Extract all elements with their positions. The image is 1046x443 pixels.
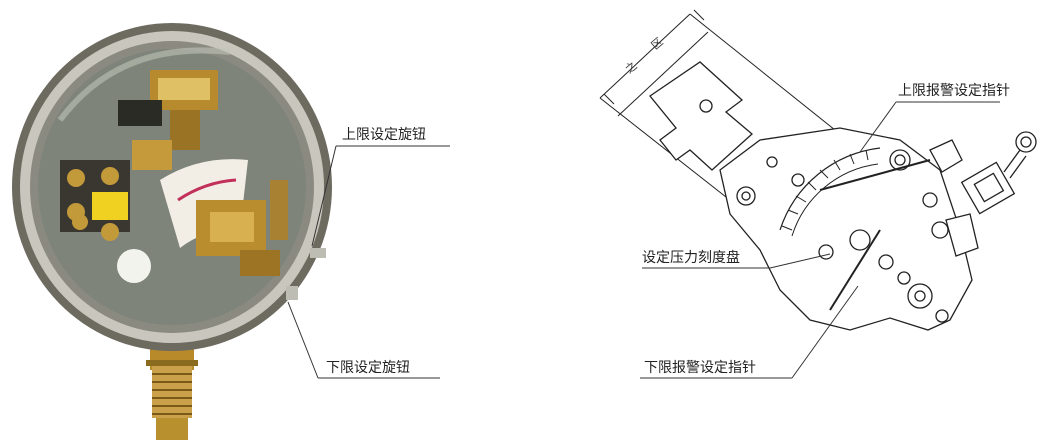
upper-pointer [819,159,931,191]
label-upper-alarm-pointer: 上限报警设定指针 [898,83,1010,99]
lower-mechanism [196,180,288,276]
left-leader-lines [287,145,450,379]
dial-ticks [781,149,869,231]
mechanism-line-drawing [599,9,1037,331]
label-upper-limit-knob: 上限设定旋钮 [342,127,426,143]
label-pressure-scale-dial: 设定压力刻度盘 [642,250,740,266]
right-leader-lines [640,101,1000,379]
white-disc [117,249,151,283]
upper-knob [310,248,326,258]
terminal-block [60,160,130,241]
upper-mechanism [118,70,218,170]
label-lower-alarm-pointer: 下限报警设定指针 [644,360,756,376]
lower-knob [286,286,298,300]
pressure-gauge-photo [12,23,332,440]
adjust-knob-assembly [960,131,1037,215]
lower-pointer [829,229,881,311]
label-lower-limit-knob: 下限设定旋钮 [326,360,410,376]
